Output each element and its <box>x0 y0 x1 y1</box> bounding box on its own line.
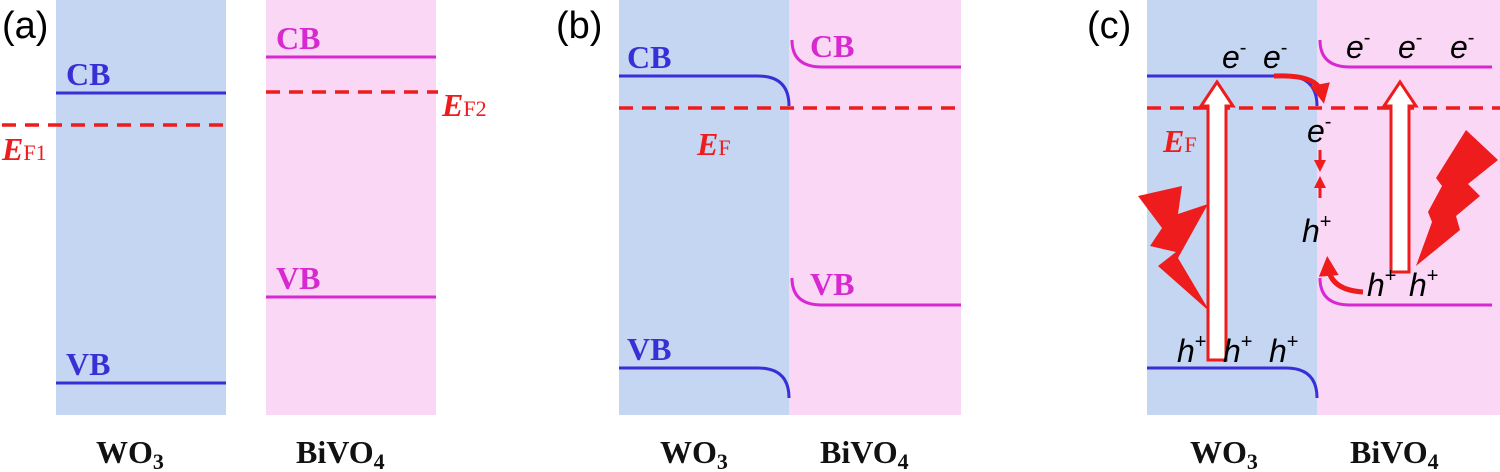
ef2-label: EF2 <box>441 87 487 123</box>
electron-label: e- <box>1307 111 1331 149</box>
transfer-arrow-icon <box>1318 256 1364 295</box>
panel-a-label: (a) <box>2 5 48 47</box>
ef-label: EF <box>696 126 731 162</box>
bivo4-cb-line <box>1318 39 1492 69</box>
bivo4-vb-line <box>790 277 961 307</box>
hole-label: h+ <box>1269 331 1298 369</box>
bivo4-cb-label: CB <box>276 20 320 56</box>
wo3-cb-line <box>619 74 791 107</box>
ef1-label: EF1 <box>1 131 47 167</box>
electron-label: e- <box>1450 27 1474 65</box>
wo3-vb-label: VB <box>627 331 671 367</box>
bivo4-region <box>789 0 961 415</box>
excitation-arrow-icon <box>1381 79 1419 274</box>
lightning-bolt-icon <box>1416 130 1498 266</box>
panel-b: (b) CB VB CB VB EF WO3 BiVO4 <box>556 0 961 472</box>
wo3-region <box>619 0 789 415</box>
bivo4-label: BiVO4 <box>820 434 909 472</box>
wo3-label: WO3 <box>1190 434 1258 472</box>
bivo4-label: BiVO4 <box>296 434 385 472</box>
wo3-cb-label: CB <box>66 56 110 92</box>
bivo4-cb-label: CB <box>810 28 854 64</box>
hole-label: h+ <box>1223 331 1252 369</box>
wo3-region <box>56 0 226 415</box>
bivo4-region <box>266 0 436 415</box>
panel-c-label: (c) <box>1087 5 1131 47</box>
wo3-label: WO3 <box>96 434 164 472</box>
bivo4-vb-label: VB <box>276 260 320 296</box>
transfer-arrow-icon <box>1273 73 1330 104</box>
wo3-cb-label: CB <box>627 39 671 75</box>
panel-b-label: (b) <box>556 5 602 47</box>
hole-label: h+ <box>1367 265 1396 303</box>
electron-label: e- <box>1263 37 1287 75</box>
hole-label: h+ <box>1409 265 1438 303</box>
bivo4-vb-line <box>1318 277 1492 307</box>
electron-label: e- <box>1398 27 1422 65</box>
panel-a: (a) CB VB CB VB EF1 EF2 WO3 BiVO4 <box>1 0 487 472</box>
bivo4-label: BiVO4 <box>1350 434 1439 472</box>
panel-c: (c) EF <box>1087 0 1500 472</box>
electron-label: e- <box>1346 27 1370 65</box>
hole-label: h+ <box>1302 211 1331 249</box>
wo3-vb-line <box>619 366 791 399</box>
wo3-vb-line <box>1147 366 1319 399</box>
wo3-vb-label: VB <box>66 346 110 382</box>
bivo4-cb-line <box>790 39 961 69</box>
ef-label: EF <box>1162 123 1197 159</box>
excitation-arrow-icon <box>1198 79 1236 362</box>
bivo4-vb-label: VB <box>810 266 854 302</box>
lightning-bolt-icon <box>1138 186 1210 312</box>
electron-label: e- <box>1222 37 1246 75</box>
hole-label: h+ <box>1177 331 1206 369</box>
wo3-label: WO3 <box>660 434 728 472</box>
